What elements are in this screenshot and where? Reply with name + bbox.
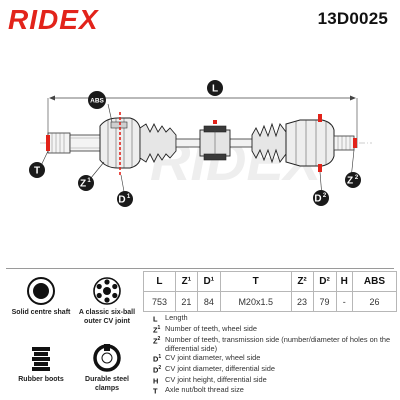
callout-length: L: [207, 80, 223, 96]
feature-steel-clamps: Durable steel clamps: [72, 343, 142, 393]
legend-row: Z1 Number of teeth, wheel side: [145, 324, 395, 335]
callout-d1: D 1: [117, 191, 133, 207]
drive-shaft-diagram: RIDEX: [0, 40, 400, 265]
spec-value-abs: 26: [351, 291, 398, 312]
ridex-logo: RIDEX: [8, 5, 130, 33]
legend-text: Length: [165, 313, 188, 322]
differential-side-stub: [333, 135, 355, 151]
svg-text:2: 2: [355, 175, 359, 181]
feature-label: Durable steel clamps: [85, 376, 129, 392]
solid-shaft-icon: [26, 276, 56, 306]
legend-text: CV joint diameter, wheel side: [165, 353, 261, 363]
six-ball-joint-icon: [92, 276, 122, 306]
legend-key: Z2: [153, 335, 161, 345]
svg-text:D: D: [118, 195, 125, 206]
rubber-boot-icon: [26, 343, 56, 373]
spec-value-h: -: [335, 291, 353, 312]
svg-text:Z: Z: [347, 176, 353, 187]
measurement-markers: [46, 112, 357, 175]
shaft-damper: [199, 125, 231, 161]
legend-key: D1: [153, 354, 162, 364]
svg-text:Z: Z: [80, 179, 86, 190]
legend-key: Z1: [153, 324, 161, 335]
legend-key: D2: [153, 364, 162, 375]
svg-text:L: L: [212, 84, 218, 95]
legend-text: Number of teeth, transmission side (numb…: [165, 334, 391, 353]
feature-solid-shaft: Solid centre shaft: [6, 276, 76, 318]
spec-header-row: L Z¹ D¹ T Z² D² H ABS: [143, 271, 398, 292]
drive-shaft-drawing: RIDEX: [29, 80, 372, 207]
spec-value-z2: 23: [290, 291, 314, 312]
spec-value-d1: 84: [196, 291, 221, 312]
legend-text: Number of teeth, wheel side: [165, 323, 258, 333]
feature-label: Rubber boots: [18, 376, 64, 383]
spec-header-abs: ABS: [351, 271, 398, 292]
legend-row: D1 CV joint diameter, wheel side: [145, 353, 395, 364]
spec-header-h: H: [335, 271, 353, 292]
svg-text:1: 1: [87, 178, 91, 184]
spec-header-l: L: [143, 271, 176, 292]
svg-text:D: D: [314, 194, 321, 205]
callout-d2: D 2: [313, 190, 329, 206]
feature-label: A classic six-ball outer CV joint: [78, 309, 136, 325]
inner-cv-joint: [285, 119, 335, 167]
feature-six-ball-joint: A classic six-ball outer CV joint: [72, 276, 142, 326]
legend-row: L Length: [145, 313, 395, 324]
callout-z2: Z 2: [345, 172, 361, 188]
legend-key: H: [153, 376, 159, 386]
section-divider: [6, 268, 394, 269]
legend-text: CV joint diameter, differential side: [165, 363, 275, 373]
callout-abs: ABS: [88, 91, 106, 109]
spec-table: L Z¹ D¹ T Z² D² H ABS 753 21 84 M20x1.5 …: [143, 271, 398, 312]
callout-thread: T: [29, 162, 45, 178]
svg-text:T: T: [34, 166, 40, 177]
logo-text: RIDEX: [8, 5, 100, 33]
steel-clamp-icon: [92, 343, 122, 373]
wheel-side-stub: [47, 132, 101, 154]
svg-text:1: 1: [127, 194, 131, 200]
legend-text: Axle nut/bolt thread size: [165, 385, 244, 395]
legend-key: L: [153, 314, 158, 324]
spec-value-t: M20x1.5: [219, 291, 292, 312]
spec-value-z1: 21: [174, 291, 198, 312]
legend-row: H CV joint height, differential side: [145, 375, 395, 386]
legend-row: Z2 Number of teeth, transmission side (n…: [145, 335, 395, 354]
spec-header-z2: Z²: [290, 271, 314, 292]
legend-key: T: [153, 386, 158, 396]
spec-header-z1: Z¹: [174, 271, 198, 292]
spec-header-t: T: [219, 271, 292, 292]
feature-label: Solid centre shaft: [11, 309, 71, 316]
part-number: 13D0025: [317, 9, 388, 28]
spec-value-row: 753 21 84 M20x1.5 23 79 - 26: [143, 291, 398, 312]
spec-legend: L Length Z1 Number of teeth, wheel side …: [145, 313, 395, 396]
callout-z1: Z 1: [78, 175, 94, 191]
ridex-logo-mark: RIDEX: [8, 5, 100, 33]
svg-text:2: 2: [323, 193, 327, 199]
outer-boot: [139, 122, 177, 164]
legend-text: CV joint height, differential side: [165, 374, 267, 384]
svg-text:ABS: ABS: [90, 98, 104, 105]
spec-header-d1: D¹: [196, 271, 221, 292]
spec-header-d2: D²: [312, 271, 337, 292]
spec-value-d2: 79: [312, 291, 337, 312]
spec-value-l: 753: [143, 291, 176, 312]
feature-rubber-boots: Rubber boots: [6, 343, 76, 385]
legend-row: D2 CV joint diameter, differential side: [145, 364, 395, 375]
legend-row: T Axle nut/bolt thread size: [145, 385, 395, 396]
